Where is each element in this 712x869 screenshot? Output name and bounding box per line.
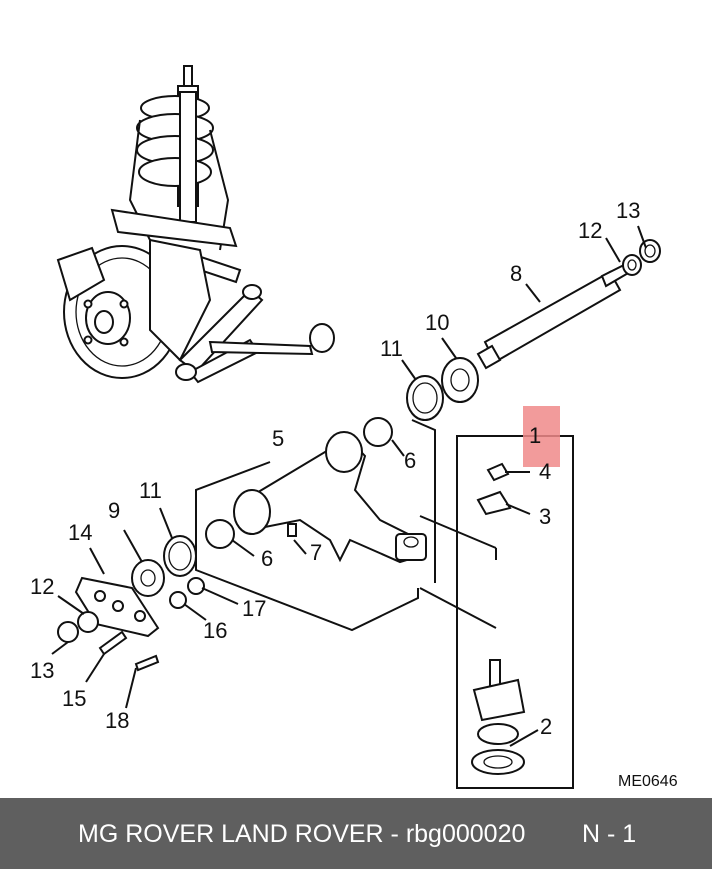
callout-labels: 1 2 3 4 5 6 6 7 8 9 10 11 11 12 12 13 13… — [30, 198, 678, 790]
kit-1-box — [456, 435, 574, 789]
callout-11b: 11 — [139, 478, 162, 503]
parts-diagram: 1 2 3 4 5 6 6 7 8 9 10 11 11 12 12 13 13… — [30, 65, 678, 790]
highlight-marker — [523, 406, 560, 467]
callout-4: 4 — [539, 459, 551, 484]
ball-joint-illustration — [471, 462, 526, 775]
callout-12b: 12 — [30, 574, 54, 599]
footer-page-text: N - 1 — [582, 820, 637, 848]
callout-1: 1 — [529, 423, 541, 448]
callout-15: 15 — [62, 686, 86, 711]
callout-16: 16 — [203, 618, 227, 643]
callout-13a: 13 — [616, 198, 640, 223]
group-5-outline — [195, 419, 436, 632]
drawing-code: ME0646 — [618, 773, 678, 790]
callout-10: 10 — [425, 310, 449, 335]
pivot-shaft-group — [406, 239, 661, 421]
callout-8: 8 — [510, 261, 522, 286]
left-parts-illustration — [57, 535, 205, 672]
callout-6a: 6 — [404, 448, 416, 473]
leader-lines — [51, 225, 647, 747]
footer-brand-text: MG ROVER LAND ROVER - rbg000020 — [78, 820, 526, 848]
callout-7: 7 — [310, 540, 322, 565]
callout-13b: 13 — [30, 658, 54, 683]
callout-3: 3 — [539, 504, 551, 529]
lower-arm-illustration — [205, 417, 427, 564]
suspension-assembly-illustration — [56, 65, 335, 384]
callout-17: 17 — [242, 596, 266, 621]
callout-6b: 6 — [261, 546, 273, 571]
footer-bar: MG ROVER LAND ROVER - rbg000020 N - 1 — [0, 798, 712, 869]
callout-12a: 12 — [578, 218, 602, 243]
callout-18: 18 — [105, 708, 129, 733]
callout-11a: 11 — [380, 336, 403, 361]
callout-2: 2 — [540, 714, 552, 739]
callout-14: 14 — [68, 520, 92, 545]
callout-5: 5 — [272, 426, 284, 451]
callout-9: 9 — [108, 498, 120, 523]
